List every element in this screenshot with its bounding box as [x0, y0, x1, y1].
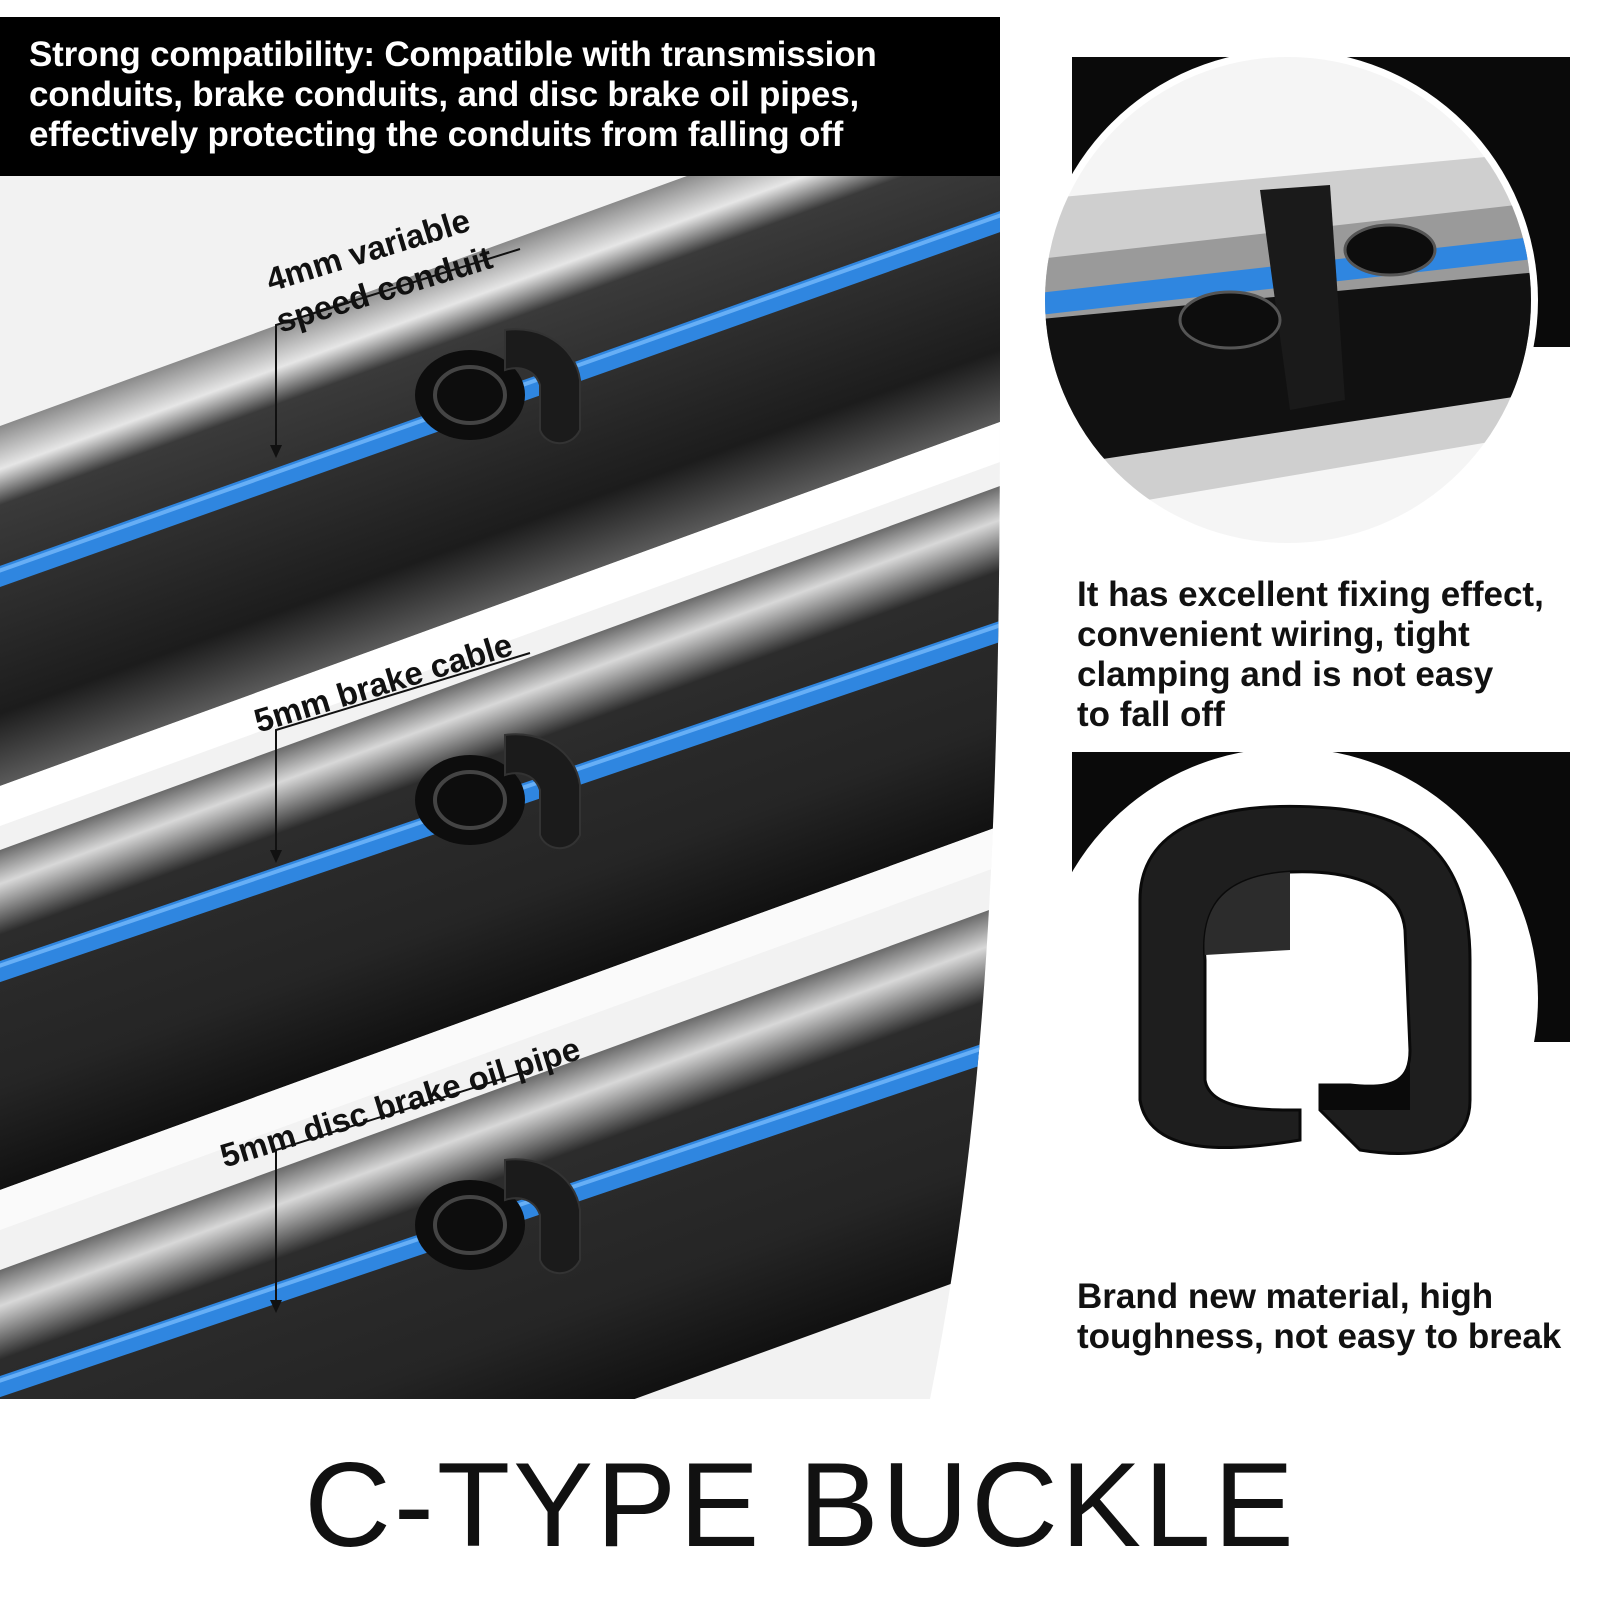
c-clip-mount-1 [415, 328, 581, 445]
banner-line-2: conduits, brake conduits, and disc brake… [29, 75, 859, 114]
leader-arrowheads [270, 445, 282, 1313]
leader-lines [275, 248, 531, 1305]
caption-fixing-line-3: clamping and is not easy [1077, 655, 1494, 694]
caption-material-line-2: toughness, not easy to break [1077, 1317, 1562, 1356]
banner-line-3: effectively protecting the conduits from… [29, 115, 844, 154]
caption-fixing-line-4: to fall off [1077, 695, 1225, 734]
detail-close-up-top [1038, 50, 1570, 550]
left-tube-group [0, 176, 1000, 1399]
c-clip-mount-3 [415, 1158, 581, 1275]
banner-line-1: Strong compatibility: Compatible with tr… [29, 35, 877, 74]
product-title: C-TYPE BUCKLE [304, 1438, 1297, 1572]
detail-c-clip [1038, 748, 1570, 1248]
compatibility-banner: Strong compatibility: Compatible with tr… [0, 17, 1000, 176]
c-clip-isolated [1138, 804, 1472, 1155]
caption-material-line-1: Brand new material, high [1077, 1277, 1494, 1316]
caption-fixing-line-2: convenient wiring, tight [1077, 615, 1470, 654]
caption-fixing-line-1: It has excellent fixing effect, [1077, 575, 1544, 614]
c-clip-mount-2 [415, 733, 581, 850]
